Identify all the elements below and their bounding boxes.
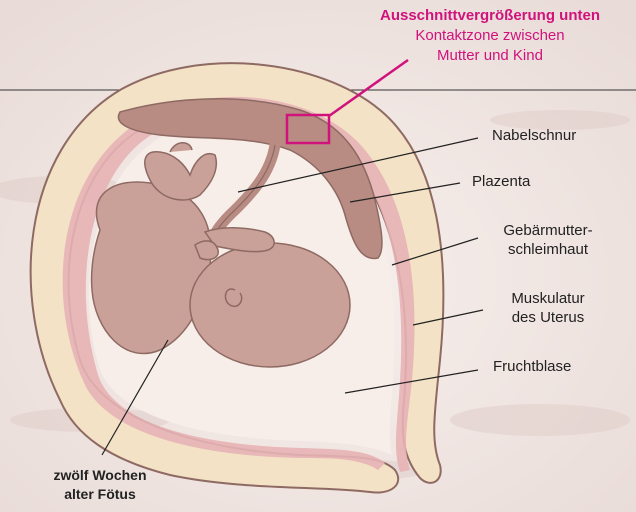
callout-line-1: Kontaktzone zwischen [345, 26, 635, 45]
label-muskulatur-2: des Uterus [478, 308, 618, 327]
label-plazenta: Plazenta [472, 172, 530, 191]
label-nabelschnur: Nabelschnur [492, 126, 576, 145]
callout-line-2: Mutter und Kind [345, 46, 635, 65]
callout-title: Ausschnittvergrößerung unten [345, 6, 635, 25]
label-foetus-2: alter Fötus [10, 485, 190, 504]
label-muskulatur-1: Muskulatur [478, 289, 618, 308]
label-foetus-1: zwölf Wochen [10, 466, 190, 485]
label-fruchtblase: Fruchtblase [493, 357, 571, 376]
label-gebaermutter-2: schleimhaut [478, 240, 618, 259]
label-gebaermutter-1: Gebärmutter- [478, 221, 618, 240]
